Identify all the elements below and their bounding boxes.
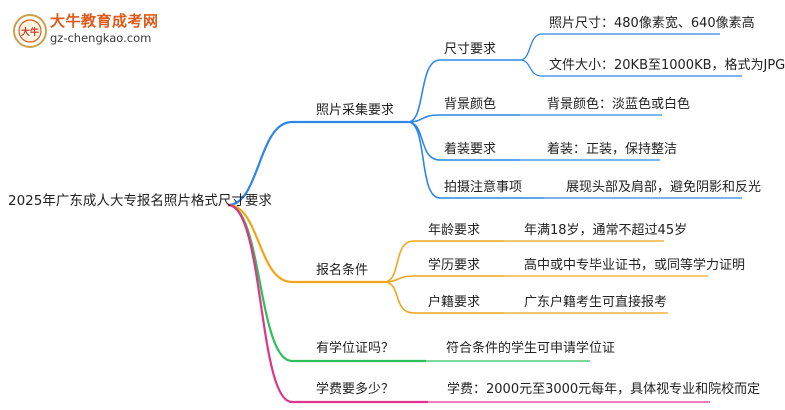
- branch-degree-certificate: 有学位证吗？: [316, 341, 395, 356]
- node-dress-code: 着装要求: [444, 142, 497, 157]
- mindmap-connectors: 大牛: [13, 14, 742, 404]
- branch-tuition: 学费要多少？: [316, 382, 395, 397]
- leaf-photo-dimensions: 照片尺寸：480像素宽、640像素高: [549, 16, 755, 31]
- node-age-requirement: 年龄要求: [428, 223, 481, 238]
- svg-text:大牛: 大牛: [21, 26, 39, 38]
- leaf-dress-code: 着装：正装，保持整洁: [547, 142, 678, 157]
- leaf-degree-certificate: 符合条件的学生可申请学位证: [446, 341, 616, 356]
- node-background-color: 背景颜色: [444, 97, 497, 112]
- node-education-requirement: 学历要求: [428, 258, 481, 273]
- leaf-age-requirement: 年满18岁，通常不超过45岁: [524, 223, 688, 238]
- logo-title: 大牛教育成考网: [50, 12, 159, 30]
- leaf-background-color: 背景颜色：淡蓝色或白色: [547, 97, 691, 112]
- node-residency-requirement: 户籍要求: [428, 295, 481, 310]
- leaf-residency-requirement: 广东户籍考生可直接报考: [524, 295, 668, 310]
- leaf-tuition: 学费：2000元至3000元每年，具体视专业和院校而定: [447, 382, 761, 397]
- logo-badge-icon: 大牛: [13, 14, 47, 48]
- mindmap-root: 2025年广东成人大专报名照片格式尺寸要求: [8, 193, 272, 209]
- site-logo[interactable]: 大牛教育成考网 gz-chengkao.com: [8, 6, 178, 54]
- branch-photo-requirements: 照片采集要求: [316, 103, 395, 118]
- node-shooting-notes: 拍摄注意事项: [444, 180, 523, 195]
- leaf-shooting-notes: 展现头部及肩部，避免阴影和反光: [566, 180, 762, 195]
- branch-enrollment-conditions: 报名条件: [316, 263, 369, 278]
- node-size-requirements: 尺寸要求: [444, 42, 497, 57]
- leaf-education-requirement: 高中或中专毕业证书，或同等学力证明: [524, 258, 746, 273]
- logo-url: gz-chengkao.com: [50, 31, 152, 45]
- leaf-file-size: 文件大小：20KB至1000KB，格式为JPG: [549, 58, 785, 73]
